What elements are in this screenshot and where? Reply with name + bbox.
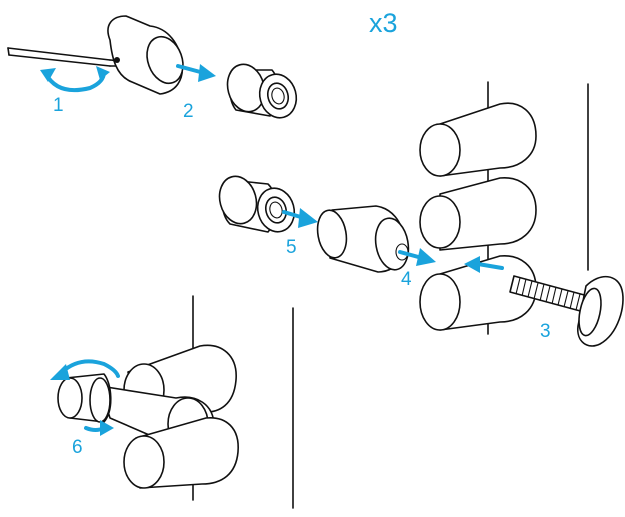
move-arrow-icon	[398, 248, 436, 266]
step-5-label: 5	[286, 237, 297, 258]
standoff-top	[419, 102, 537, 177]
end-cap-part	[107, 15, 184, 95]
step-1-label: 1	[53, 95, 64, 116]
rotate-arrow-icon	[40, 66, 110, 93]
thumb-screw-part	[509, 275, 624, 347]
rotate-arrow-icon	[50, 359, 120, 436]
move-arrow-icon	[176, 64, 216, 82]
multiplier-label: x3	[369, 8, 398, 38]
step-4-label: 4	[401, 269, 412, 290]
assembled-standoff-bottom	[123, 417, 239, 489]
sleeve-part	[218, 175, 296, 233]
standoff-middle	[419, 177, 537, 251]
move-arrow-icon	[464, 256, 504, 273]
step-6-label: 6	[72, 437, 83, 458]
standoff-body-part	[316, 205, 410, 273]
move-arrow-icon	[282, 208, 318, 228]
hex-key-icon	[7, 47, 119, 67]
standoff-bottom	[419, 255, 537, 331]
step-3-label: 3	[540, 321, 551, 342]
assembled-sleeve	[57, 373, 112, 423]
step-2-label: 2	[183, 101, 194, 122]
sleeve-part	[226, 63, 298, 119]
